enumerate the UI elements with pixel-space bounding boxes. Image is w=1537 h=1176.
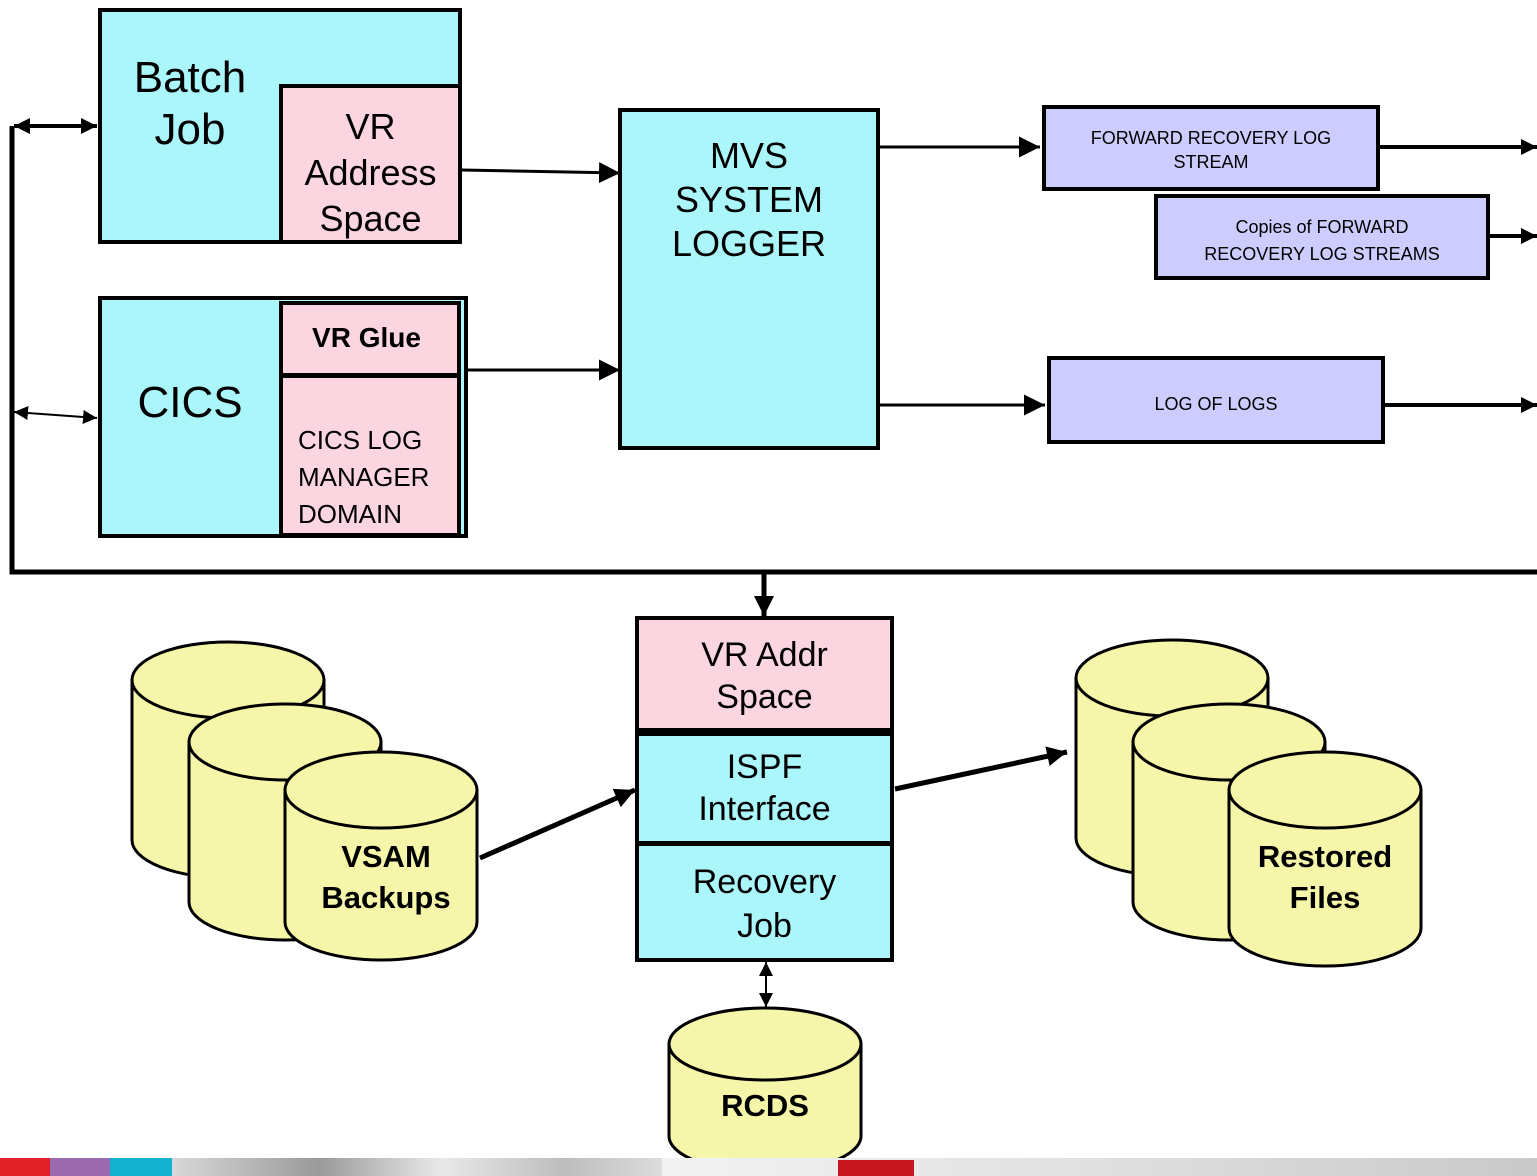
ispf-interface-label: ISPF Interface (698, 748, 831, 828)
restored-files-cylinders (1074, 638, 1423, 968)
vr-glue-label: VR Glue (312, 322, 421, 353)
recovery-job-box (635, 842, 894, 962)
cics-log-manager-box (279, 374, 461, 537)
mvs-system-logger-box (618, 108, 880, 450)
forward-recovery-log-stream-box (1042, 105, 1380, 191)
copies-log-streams-label: Copies of FORWARD RECOVERY LOG STREAMS (1204, 217, 1440, 264)
log-of-logs-box (1047, 356, 1385, 444)
cics-log-manager-label: CICS LOG MANAGER DOMAIN (298, 425, 430, 529)
vr-to-logger-arrow (461, 162, 621, 184)
footer-photo-strip (172, 1158, 662, 1176)
ispf-to-restored-arrow (894, 746, 1068, 792)
restored-files-label: Restored Files (1257, 839, 1393, 915)
vsam-backups-label: VSAM Backups (321, 839, 451, 915)
cics-bus-arrow (13, 406, 98, 424)
vr-address-space-box (279, 84, 462, 244)
cics-label: CICS (137, 378, 243, 427)
footer-purple-block (50, 1158, 110, 1176)
vr-addr-space-box (635, 616, 894, 732)
footer-red-block (0, 1158, 50, 1176)
vr-addr-space-label: VR Addr Space (701, 636, 828, 716)
copies-log-streams-box (1154, 194, 1490, 280)
rcds-label: RCDS (721, 1088, 809, 1123)
forward-recovery-log-stream-label: FORWARD RECOVERY LOG STREAM (1090, 128, 1332, 172)
footer-teal-block (110, 1158, 172, 1176)
batch-job-label: Batch Job (133, 53, 247, 154)
vr-glue-box (279, 301, 461, 377)
footer-red-tab (838, 1160, 914, 1176)
log-of-logs-label: LOG OF LOGS (1154, 394, 1278, 414)
rcds-cylinder (667, 1006, 863, 1174)
mvs-system-logger-label: MVS SYSTEM LOGGER (671, 135, 827, 264)
vsam-backups-cylinders (130, 640, 479, 962)
footer-gray-band (662, 1158, 1537, 1176)
vr-address-space-label: VR Address Space (304, 106, 437, 239)
vsam-to-ispf-arrow (478, 787, 637, 861)
footer-strip (0, 1158, 1537, 1176)
recovery-job-label: Recovery Job (692, 863, 837, 945)
left-bus-line (9, 126, 1537, 575)
